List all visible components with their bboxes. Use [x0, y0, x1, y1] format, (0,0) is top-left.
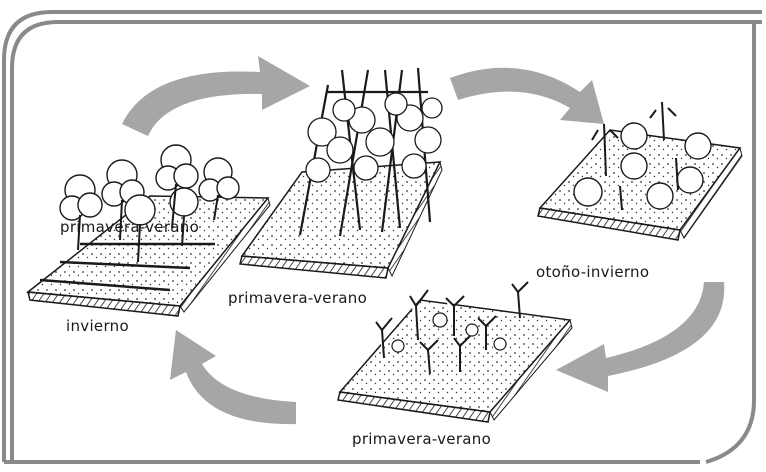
bed-1-illustration: [26, 144, 271, 317]
diagram-frame: [2, 10, 762, 464]
bed-4-illustration: [337, 281, 573, 423]
bed-2-illustration: [239, 67, 443, 279]
bed-2-season-label: primavera-verano: [228, 289, 368, 307]
bed-3-season-label: otoño-invierno: [536, 263, 650, 281]
curved-arrow-right-icon: [122, 56, 310, 136]
bed-3-illustration: [537, 101, 743, 241]
bed-1-season-label: primavera-verano: [60, 218, 200, 236]
curved-arrow-down-left-icon: [556, 282, 725, 392]
bed-4-season-label: primavera-verano: [352, 430, 492, 448]
curved-arrow-down-right-icon: [450, 67, 604, 124]
curved-arrow-up-left-icon: [170, 330, 296, 425]
bed-1-winter-label: invierno: [66, 317, 129, 335]
